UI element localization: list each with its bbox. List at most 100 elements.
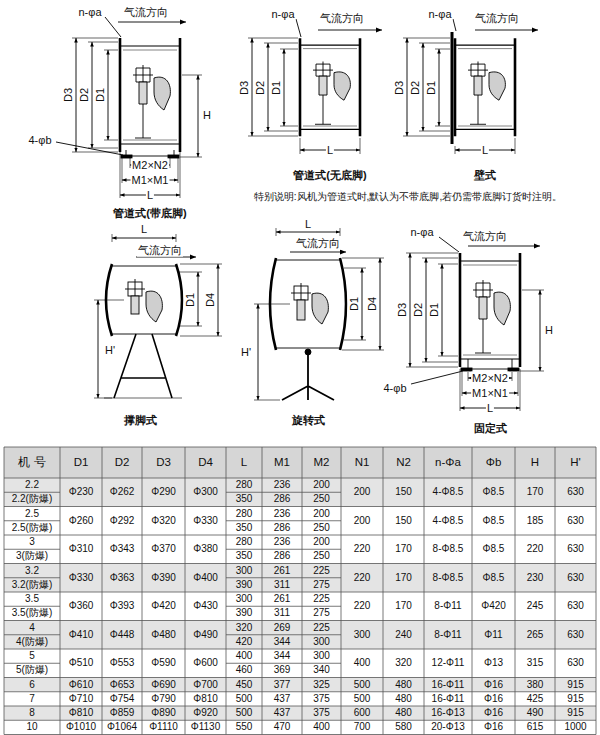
dimension-label: M2×N2 — [471, 372, 509, 385]
table-rule — [226, 549, 262, 550]
dimension-label: H' — [240, 346, 252, 359]
drawing-stroke — [461, 368, 472, 371]
table-cell: Φ13 — [484, 658, 503, 670]
table-cell: 320 — [395, 658, 412, 670]
drawing-stroke — [300, 38, 360, 136]
table-cell: 630 — [567, 544, 584, 556]
table-rule — [226, 663, 262, 664]
table-cell: 16-Φ13 — [431, 707, 465, 719]
drawing-stroke — [318, 30, 382, 31]
drawing-stroke — [380, 258, 381, 350]
dimension-label: 气流方向 — [319, 12, 365, 25]
table-cell: 600 — [354, 707, 371, 719]
table-header: L — [241, 456, 247, 469]
table-cell: 8-Φ8.5 — [433, 544, 464, 556]
table-cell: Φ710 — [69, 693, 94, 705]
table-rule — [4, 620, 596, 621]
drawing-stroke — [252, 38, 253, 136]
table-cell: 286 — [274, 551, 291, 563]
dimension-label: M1×N1 — [471, 387, 509, 400]
drawing-stroke — [297, 300, 305, 320]
table-cell: Φ292 — [110, 515, 135, 527]
table-cell: 377 — [274, 679, 291, 691]
table-cell: 390 — [236, 579, 253, 591]
drawing-stroke — [406, 253, 458, 367]
dimension-label: D1 — [270, 80, 283, 96]
table-header: D3 — [156, 456, 171, 469]
drawing-stroke — [112, 238, 176, 239]
note-text: 特别说明:风机为管道式时,默认为不带底脚,若仍需带底脚订货时注明。 — [253, 191, 563, 203]
dimension-label: D4 — [366, 296, 379, 312]
table-cell: 915 — [567, 707, 584, 719]
table-rule — [226, 492, 262, 493]
drawing-stroke — [475, 30, 538, 31]
table-rule — [4, 506, 596, 507]
table-rule — [4, 606, 60, 607]
table-cell: 280 — [236, 479, 253, 491]
table-cell: 220 — [354, 572, 371, 584]
table-cell: Φ400 — [193, 572, 218, 584]
dimension-label: L — [481, 144, 489, 157]
table-rule — [4, 677, 596, 678]
figure-caption: 固定式 — [473, 422, 508, 435]
table-cell: Φ370 — [151, 544, 176, 556]
table-cell: 261 — [274, 565, 291, 577]
table-cell: 2.5(防爆) — [12, 522, 53, 534]
table-cell: 225 — [313, 593, 330, 605]
table-cell: 480 — [395, 707, 412, 719]
table-cell: Φ330 — [69, 572, 94, 584]
dimension-label: 气流方向 — [295, 237, 341, 250]
table-cell: 4-Φ8.5 — [433, 487, 464, 499]
table-rule — [226, 447, 227, 735]
table-cell: 5(防爆) — [16, 665, 48, 677]
table-cell: 490 — [527, 707, 544, 719]
table-cell: 300 — [236, 565, 253, 577]
table-rule — [302, 549, 341, 550]
dimension-label: D3 — [238, 80, 251, 96]
table-cell: 185 — [527, 515, 544, 527]
table-cell: Φ754 — [110, 693, 135, 705]
table-cell: 3 — [29, 536, 35, 548]
table-cell: 630 — [567, 601, 584, 613]
table-cell: 2.2(防爆) — [12, 494, 53, 506]
drawing-stroke — [342, 258, 384, 350]
table-cell: Φ310 — [69, 544, 94, 556]
table-cell: 200 — [313, 479, 330, 491]
table-header: D2 — [115, 456, 130, 469]
drawing-stroke — [468, 359, 512, 369]
table-cell: 369 — [274, 665, 291, 677]
dimension-label: H — [544, 324, 554, 337]
table-cell: 269 — [274, 622, 291, 634]
table-cell: 12-Φ11 — [432, 658, 465, 670]
table-header: M2 — [314, 456, 330, 469]
table-rule — [4, 691, 596, 692]
table-cell: 3.2 — [25, 565, 39, 577]
table-rule — [4, 447, 5, 735]
table-cell: 1000 — [564, 722, 586, 734]
table-rule — [424, 447, 425, 735]
dimension-label: D2 — [254, 80, 267, 96]
row-band — [4, 678, 596, 692]
figure-caption: 管道式(带底脚) — [112, 207, 187, 220]
row-band — [4, 592, 596, 621]
drawing-stroke — [118, 22, 186, 23]
table-cell: 500 — [236, 693, 253, 705]
drawing-stroke — [439, 237, 459, 252]
table-cell: 2.5 — [25, 508, 39, 520]
drawing-stroke — [439, 49, 440, 126]
table-cell: 400 — [313, 722, 330, 734]
table-cell: 236 — [274, 536, 291, 548]
table-cell: 300 — [354, 629, 371, 641]
table-rule — [4, 492, 60, 493]
table-cell: Φ410 — [69, 629, 94, 641]
table-header: 机 号 — [18, 456, 45, 469]
table-rule — [226, 606, 262, 607]
table-header: D4 — [198, 456, 213, 469]
table-cell: 250 — [313, 494, 330, 506]
drawing-stroke — [312, 293, 328, 324]
drawing-stroke — [94, 300, 182, 398]
table-rule — [185, 447, 186, 735]
table-cell: 325 — [313, 679, 330, 691]
table-cell: 286 — [274, 494, 291, 506]
table-cell: Φ480 — [151, 629, 176, 641]
